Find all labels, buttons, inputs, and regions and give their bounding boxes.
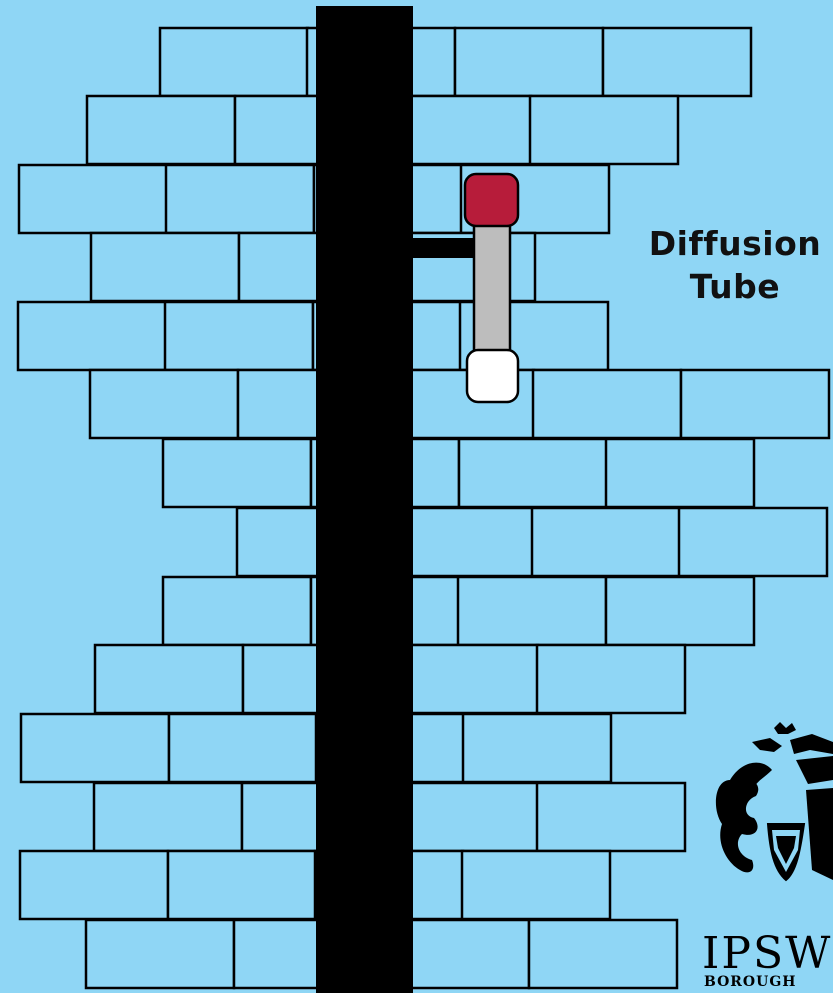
brick bbox=[87, 96, 235, 164]
brick bbox=[463, 714, 611, 782]
brick bbox=[90, 370, 238, 438]
logo-wordmark: IPSW bbox=[702, 932, 832, 976]
tube-end bbox=[467, 350, 518, 402]
tube-cap bbox=[465, 174, 518, 226]
brick bbox=[168, 851, 316, 919]
diffusion-tube-label: Diffusion Tube bbox=[630, 222, 833, 308]
brick bbox=[679, 508, 827, 576]
label-line-1: Diffusion bbox=[630, 222, 833, 265]
brick bbox=[94, 783, 242, 851]
brick bbox=[529, 920, 677, 988]
brick bbox=[606, 439, 754, 507]
brick bbox=[532, 508, 680, 576]
brick bbox=[19, 165, 167, 233]
diffusion-tube bbox=[465, 174, 518, 402]
brick-wall bbox=[18, 28, 829, 988]
brick bbox=[18, 302, 166, 370]
brick bbox=[163, 439, 311, 507]
brick bbox=[681, 370, 829, 438]
brick bbox=[166, 165, 314, 233]
brick bbox=[537, 645, 685, 713]
brick bbox=[533, 370, 681, 438]
brick bbox=[160, 28, 308, 96]
brick bbox=[462, 851, 610, 919]
brick bbox=[21, 714, 169, 782]
brick bbox=[165, 302, 313, 370]
label-line-2: Tube bbox=[630, 265, 833, 308]
brick bbox=[603, 28, 751, 96]
brick bbox=[20, 851, 168, 919]
brick bbox=[606, 577, 754, 645]
brick bbox=[530, 96, 678, 164]
brick bbox=[458, 577, 606, 645]
ipswich-borough-crest-icon bbox=[716, 722, 833, 880]
brick bbox=[537, 783, 685, 851]
brick bbox=[95, 645, 243, 713]
tube-bracket bbox=[412, 238, 474, 258]
brick bbox=[91, 233, 239, 301]
brick bbox=[459, 439, 607, 507]
tube-body bbox=[474, 220, 510, 358]
drainpipe bbox=[316, 6, 413, 993]
brick bbox=[163, 577, 311, 645]
brick bbox=[455, 28, 603, 96]
brick bbox=[86, 920, 234, 988]
brick bbox=[169, 714, 317, 782]
logo-subtitle: BOROUGH bbox=[704, 974, 797, 990]
